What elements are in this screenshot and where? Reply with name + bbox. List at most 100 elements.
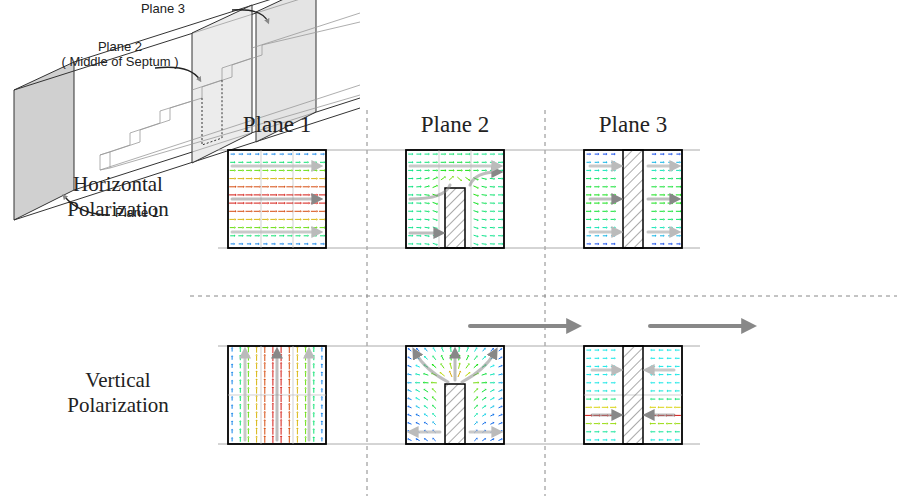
- field-vector-head: [606, 234, 608, 237]
- field-vector-head: [666, 398, 668, 401]
- field-vector: [441, 365, 444, 369]
- field-vector-head: [274, 243, 276, 246]
- field-vector: [312, 243, 315, 244]
- field-vector-head: [478, 381, 480, 384]
- field-vector-head: [415, 397, 417, 399]
- field-vector-head: [308, 226, 310, 229]
- field-vector: [237, 194, 243, 195]
- field-vector: [586, 407, 591, 408]
- field-vector: [229, 203, 235, 204]
- field-vector-head: [449, 371, 451, 373]
- field-vector: [465, 373, 469, 376]
- field-vector-head: [280, 427, 283, 429]
- field-vector: [668, 390, 672, 391]
- field-vector-head: [300, 169, 302, 172]
- field-vector-head: [247, 387, 250, 389]
- field-vector-head: [667, 439, 669, 442]
- field-vector-head: [436, 227, 438, 230]
- field-vector: [305, 348, 306, 353]
- field-vector: [286, 194, 292, 195]
- field-vector-head: [656, 185, 658, 188]
- field-vector-head: [590, 169, 592, 172]
- field-vector: [313, 438, 314, 442]
- field-vector-head: [309, 210, 311, 213]
- field-vector: [409, 439, 412, 440]
- field-vector-head: [672, 185, 674, 188]
- field-vector-head: [423, 381, 425, 384]
- field-vector-head: [412, 235, 414, 238]
- field-vector-head: [407, 430, 409, 432]
- field-vector-head: [231, 380, 234, 382]
- field-vector-head: [247, 403, 250, 405]
- field-vector: [264, 404, 265, 410]
- field-vector-head: [276, 194, 278, 197]
- field-vector-head: [598, 373, 600, 376]
- field-vector: [449, 177, 453, 180]
- field-vector-head: [296, 411, 299, 413]
- field-vector-head: [614, 357, 616, 360]
- field-vector-head: [476, 413, 478, 415]
- field-vector: [498, 227, 502, 228]
- field-vector-head: [255, 411, 258, 413]
- field-vector: [262, 219, 267, 220]
- field-vector-head: [664, 218, 666, 221]
- field-vector: [594, 194, 598, 195]
- field-vector: [652, 154, 655, 155]
- field-vector: [278, 186, 284, 187]
- field-vector: [255, 235, 259, 236]
- field-vector: [473, 194, 477, 195]
- field-vector-head: [671, 234, 673, 237]
- field-vector-head: [296, 354, 299, 356]
- field-vector-head: [590, 430, 592, 433]
- field-vector-head: [672, 194, 674, 197]
- field-vector-head: [250, 243, 252, 246]
- field-vector-head: [428, 202, 430, 205]
- field-vector-head: [440, 372, 442, 374]
- field-vector: [416, 186, 420, 187]
- field-vector-head: [461, 169, 463, 172]
- field-vector: [408, 154, 412, 155]
- field-vector: [230, 227, 235, 228]
- field-vector: [408, 243, 412, 244]
- field-vector-head: [323, 243, 325, 246]
- field-vector: [248, 438, 249, 443]
- field-vector: [240, 422, 241, 426]
- field-vector-head: [312, 412, 315, 414]
- field-vector-head: [243, 226, 245, 229]
- field-vector: [651, 407, 656, 408]
- field-vector: [424, 382, 428, 383]
- field-vector-head: [598, 177, 600, 180]
- field-vector: [441, 162, 445, 163]
- field-vector: [240, 438, 241, 442]
- field-vector-head: [598, 194, 600, 197]
- field-vector-head: [590, 218, 592, 221]
- field-vector-head: [317, 202, 319, 205]
- field-vector: [474, 389, 477, 392]
- field-vector-head: [502, 243, 504, 246]
- field-vector-head: [598, 153, 600, 156]
- field-vector-head: [614, 169, 616, 172]
- field-vector: [246, 227, 251, 228]
- field-vector: [660, 431, 664, 432]
- field-vector: [433, 211, 437, 212]
- field-vector-head: [263, 354, 266, 356]
- field-vector-head: [606, 243, 608, 246]
- field-vector-head: [615, 202, 617, 205]
- field-vector-head: [436, 243, 438, 245]
- field-vector-head: [492, 348, 494, 350]
- field-vector: [297, 347, 298, 352]
- field-vector: [425, 227, 429, 229]
- field-vector-head: [312, 371, 315, 373]
- field-vector-head: [420, 210, 422, 213]
- field-vector: [287, 219, 292, 220]
- field-vector: [254, 211, 260, 212]
- field-vector: [652, 170, 656, 171]
- field-vector: [482, 162, 486, 163]
- field-vector: [256, 364, 257, 369]
- field-vector-head: [251, 185, 253, 188]
- field-vector-head: [437, 169, 439, 172]
- field-vector-head: [656, 194, 658, 197]
- field-vector-head: [312, 396, 315, 398]
- field-vector-head: [477, 153, 479, 156]
- field-vector-head: [459, 371, 461, 373]
